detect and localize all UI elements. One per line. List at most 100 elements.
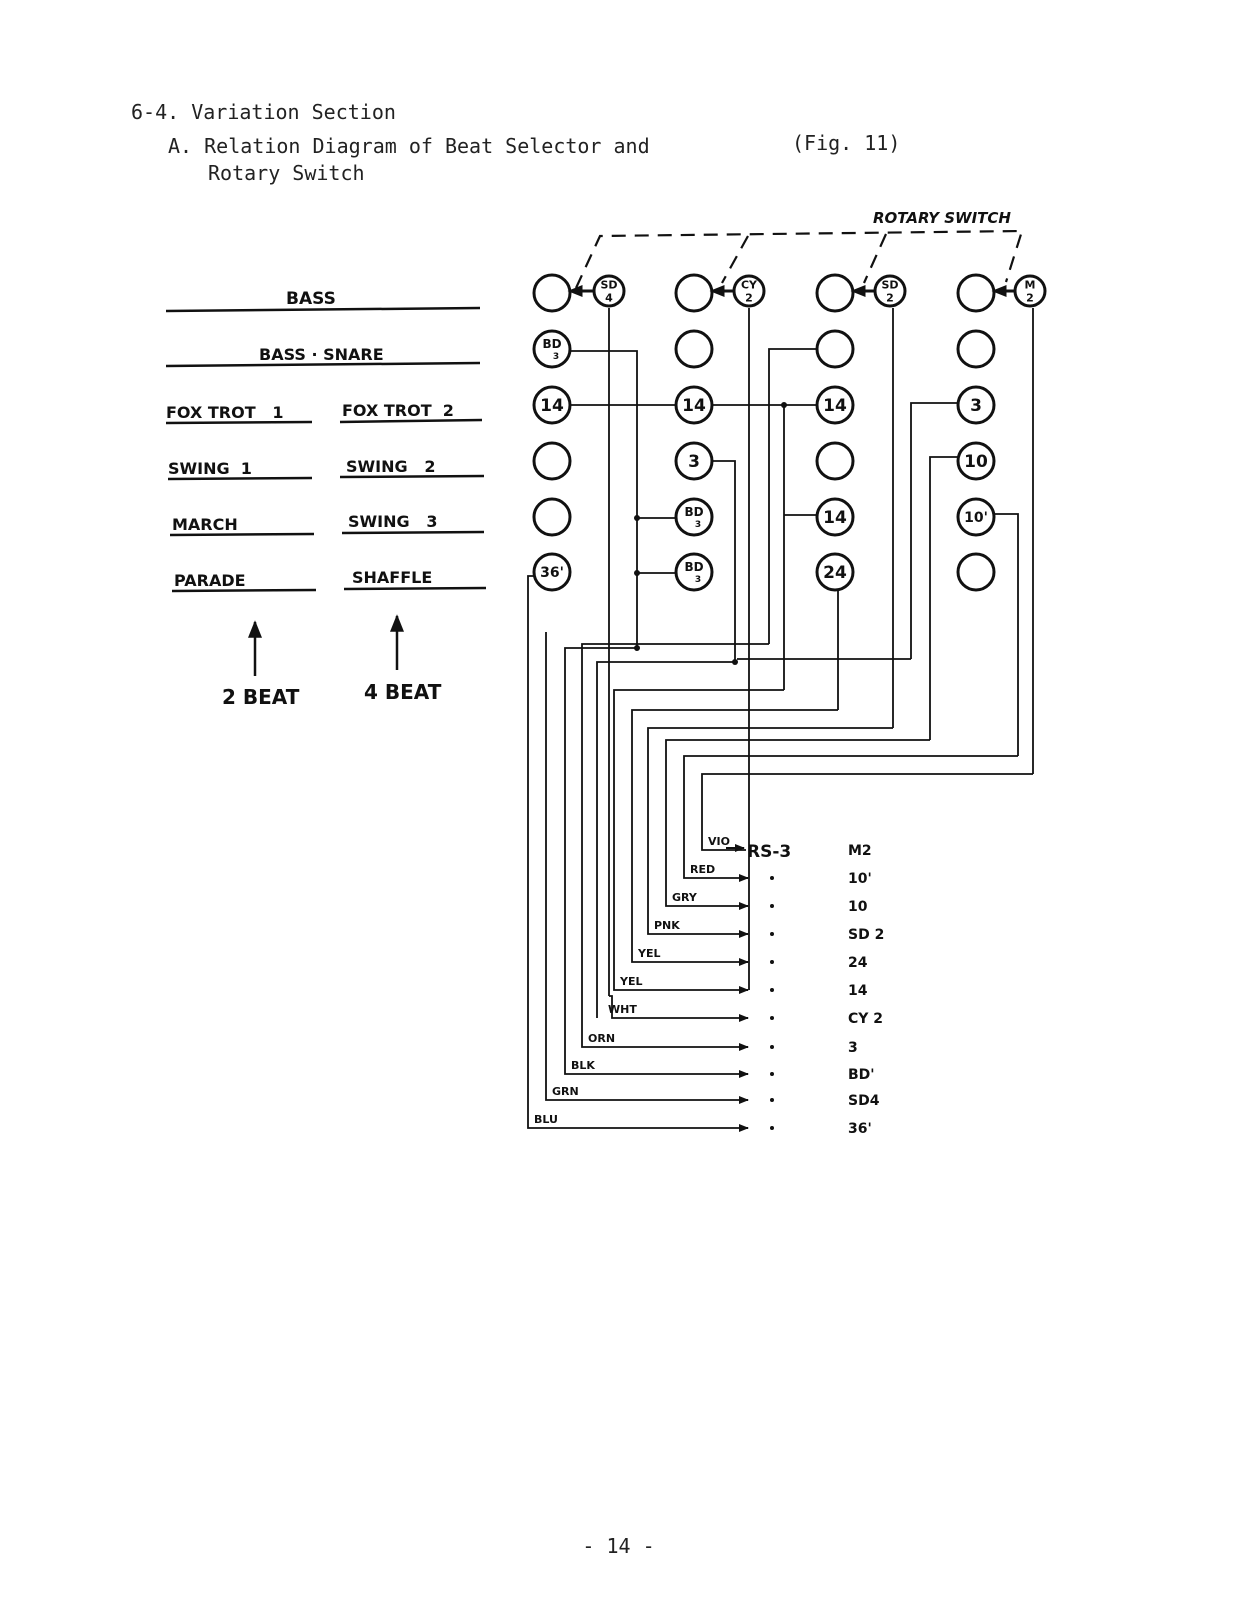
contact-label: 14: [682, 396, 706, 416]
wire-junction: [781, 402, 787, 408]
contact-circle: [674, 441, 714, 481]
connector-row: BLK BD': [571, 1059, 875, 1083]
contact-label: 10: [964, 452, 988, 472]
wire-color-label: RED: [690, 863, 715, 876]
wire-segment: [564, 647, 746, 1075]
signal-label: SD 2: [848, 927, 884, 943]
wire-segment: [581, 643, 769, 1048]
wire-segment: [701, 773, 1033, 851]
contact-c2-row5: BD3: [674, 497, 714, 537]
diagram-subtitle-line1: A. Relation Diagram of Beat Selector and: [168, 134, 650, 158]
contact-c4-row6: [956, 552, 996, 592]
wire-color-label: PNK: [654, 919, 680, 932]
rotary-wiper-3: SD2: [850, 274, 907, 308]
signal-label: SD4: [848, 1093, 880, 1109]
contact-circle: [815, 441, 855, 481]
contact-label: BD: [542, 337, 561, 351]
contact-circle: [815, 329, 855, 369]
signal-label: 10': [848, 871, 872, 887]
contact-label: 10': [964, 510, 988, 526]
signal-label: M2: [848, 843, 872, 859]
wire-segment: [631, 709, 838, 963]
pin-dot: [770, 876, 774, 880]
contact-c2-row4: 3: [674, 441, 714, 481]
wire-segment: [665, 739, 930, 907]
contact-c3-row5: 14: [815, 497, 855, 537]
signal-label: 14: [848, 983, 868, 999]
label-parade: PARADE: [174, 571, 246, 590]
wiper-label: M: [1025, 279, 1036, 292]
contact-c3-row2: [815, 329, 855, 369]
wire-segment: [596, 661, 735, 1018]
contact-label: 24: [823, 563, 847, 583]
contact-circle: [674, 497, 714, 537]
contact-circle: [956, 273, 996, 313]
contact-c1-row5: [532, 497, 572, 537]
section-title: 6-4. Variation Section: [131, 100, 396, 124]
contact-circle: [815, 497, 855, 537]
contact-label: 3: [688, 452, 700, 472]
contact-label: 14: [540, 396, 564, 416]
contact-c3-row4: [815, 441, 855, 481]
wire-color-label: ORN: [588, 1032, 615, 1045]
pin-dot: [770, 1126, 774, 1130]
label-foxtrot-2: FOX TROT 2: [342, 401, 454, 420]
wiper-sublabel: 4: [605, 292, 613, 305]
contact-circle: [956, 552, 996, 592]
contact-circle: [532, 329, 572, 369]
contact-circle: [532, 552, 572, 592]
pin-dot: [770, 988, 774, 992]
rotary-wiper-4: M2: [991, 274, 1047, 308]
contact-circle: [956, 441, 996, 481]
label-swing-2: SWING 2: [346, 457, 436, 476]
wire-junction: [634, 515, 640, 521]
wire-segment: [712, 460, 736, 662]
contact-label: 14: [823, 396, 847, 416]
signal-label: BD': [848, 1067, 875, 1083]
wire-segment: [929, 456, 958, 740]
wiper-circle: [732, 274, 766, 308]
wire-junction: [634, 645, 640, 651]
contact-circle: [956, 385, 996, 425]
wire-color-label: BLK: [571, 1059, 595, 1072]
connector-row: YEL 14: [619, 975, 868, 999]
underline-swing-1: [167, 476, 313, 481]
underline-bass: [165, 306, 481, 313]
contact-sublabel: 3: [695, 520, 701, 530]
wire-segment: [647, 727, 893, 935]
label-bass: BASS: [286, 289, 336, 309]
connector-name: RS-3: [747, 842, 791, 862]
contact-label: 36': [540, 565, 564, 581]
contact-c4-row4: 10: [956, 441, 996, 481]
contact-c1-row1: [532, 273, 572, 313]
pin-dot: [770, 932, 774, 936]
figure-reference: (Fig. 11): [792, 131, 901, 155]
wiper-label: SD: [600, 279, 617, 292]
contact-c4-row1: [956, 273, 996, 313]
wire-color-label: GRY: [672, 891, 698, 904]
contact-circle: [674, 385, 714, 425]
contact-circle: [532, 497, 572, 537]
wire-color-label: YEL: [619, 975, 643, 988]
label-shaffle: SHAFFLE: [352, 568, 432, 587]
contact-c2-row2: [674, 329, 714, 369]
wire-segment: [768, 348, 817, 644]
signal-label: CY 2: [848, 1011, 883, 1027]
wire-segment: [994, 513, 1019, 756]
contact-label: BD: [684, 505, 703, 519]
rotary-wiper-1: SD4: [567, 274, 626, 308]
rotary-switch-linkage: [575, 229, 1024, 289]
contact-label: BD: [684, 560, 703, 574]
contact-circle: [674, 273, 714, 313]
rotary-switch-label: ROTARY SWITCH: [873, 209, 1011, 227]
pin-dot: [770, 960, 774, 964]
wire-segment: [613, 689, 784, 991]
contact-c3-row3: 14: [815, 385, 855, 425]
wiper-circle: [592, 274, 626, 308]
wiper-circle: [1013, 274, 1047, 308]
label-swing-1: SWING 1: [168, 459, 252, 478]
wiper-circle: [873, 274, 907, 308]
